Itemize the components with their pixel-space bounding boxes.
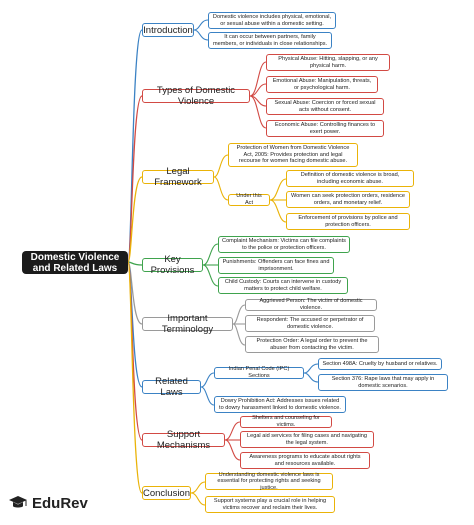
leaf-provisions-1: Complaint Mechanism: Victims can file co… — [218, 236, 350, 253]
branch-provisions-label: Key Provisions — [150, 254, 195, 276]
branch-related: Related Laws — [142, 376, 201, 398]
leaf-text: Protection of Women from Domestic Violen… — [236, 145, 350, 165]
leaf-terminology-1: Aggrieved Person: The victim of domestic… — [245, 298, 377, 311]
leaf-text: Respondent: The accused or perpetrator o… — [256, 316, 364, 330]
leaf-text: Section 498A: Cruelty by husband or rela… — [322, 360, 438, 367]
leaf-terminology-3: Protection Order: A legal order to preve… — [245, 336, 379, 353]
leaf-introduction-2: It can occur between partners, family me… — [208, 32, 332, 49]
branch-terminology: Important Terminology — [142, 313, 233, 335]
branch-types-label: Types of Domestic Violence — [156, 85, 236, 107]
branch-introduction: Introduction — [142, 23, 194, 37]
leaf-text: Indian Penal Code (IPC) Sections — [228, 366, 290, 379]
leaf-text: Protection Order: A legal order to preve… — [256, 337, 368, 351]
root-title: Domestic Violence and Related Laws — [30, 251, 120, 274]
leaf-text: Domestic violence includes physical, emo… — [212, 13, 332, 27]
leaf-text: Dowry Prohibition Act: Addresses issues … — [219, 397, 341, 411]
graduation-cap-icon — [9, 496, 27, 508]
leaf-text: Understanding domestic violence laws is … — [217, 471, 321, 491]
leaf-types-1: Physical Abuse: Hitting, slapping, or an… — [266, 54, 390, 71]
leaf-legal-1: Definition of domestic violence is broad… — [286, 170, 414, 187]
branch-conclusion: Conclusion — [142, 486, 191, 500]
leaf-related-ipc: Indian Penal Code (IPC) Sections — [214, 366, 304, 379]
leaf-text: Under this Act — [236, 193, 262, 206]
leaf-terminology-2: Respondent: The accused or perpetrator o… — [245, 315, 375, 332]
leaf-text: Complaint Mechanism: Victims can file co… — [222, 237, 346, 251]
leaf-provisions-2: Punishments: Offenders can face fines an… — [218, 257, 334, 274]
leaf-support-1: Shelters and counseling for victims. — [240, 415, 332, 428]
trunk-line-legal — [127, 176, 143, 263]
leaf-text: Emotional Abuse: Manipulation, threats, … — [272, 77, 372, 91]
leaf-related-498a: Section 498A: Cruelty by husband or rela… — [318, 358, 442, 370]
leaf-text: Physical Abuse: Hitting, slapping, or an… — [278, 55, 378, 69]
branch-legal: Legal Framework — [142, 166, 214, 188]
branch-conclusion-label: Conclusion — [143, 487, 190, 499]
leaf-text: Shelters and counseling for victims. — [252, 415, 320, 428]
leaf-conclusion-2: Support systems play a crucial role in h… — [205, 496, 335, 513]
leaf-text: Enforcement of provisions by police and … — [298, 214, 398, 228]
branch-legal-label: Legal Framework — [154, 166, 202, 188]
branch-support: Support Mechanisms — [142, 429, 225, 451]
leaf-types-2: Emotional Abuse: Manipulation, threats, … — [266, 76, 378, 93]
root-node: Domestic Violence and Related Laws — [22, 251, 128, 274]
branch-provisions: Key Provisions — [142, 254, 203, 276]
leaf-support-2: Legal aid services for filing cases and … — [240, 431, 374, 448]
leaf-types-3: Sexual Abuse: Coercion or forced sexual … — [266, 98, 384, 115]
leaf-conclusion-1: Understanding domestic violence laws is … — [205, 471, 333, 491]
leaf-legal-2: Women can seek protection orders, reside… — [286, 191, 410, 208]
leaf-legal-act: Protection of Women from Domestic Violen… — [228, 143, 358, 167]
leaf-text: Sexual Abuse: Coercion or forced sexual … — [274, 99, 376, 113]
leaf-text: Legal aid services for filing cases and … — [246, 432, 368, 446]
leaf-legal-under-act: Under this Act — [228, 193, 270, 206]
leaf-text: Section 376: Rape laws that may apply in… — [331, 375, 435, 389]
leaf-text: Definition of domestic violence is broad… — [300, 171, 400, 185]
branch-types: Types of Domestic Violence — [142, 85, 250, 107]
leaf-text: Support systems play a crucial role in h… — [213, 497, 327, 511]
leaf-related-dowry: Dowry Prohibition Act: Addresses issues … — [214, 396, 346, 413]
leaf-text: Child Custody: Courts can intervene in c… — [224, 278, 342, 292]
leaf-text: Punishments: Offenders can face fines an… — [222, 258, 330, 272]
branch-introduction-label: Introduction — [143, 24, 193, 36]
leaf-text: It can occur between partners, family me… — [212, 33, 328, 47]
leaf-provisions-3: Child Custody: Courts can intervene in c… — [218, 277, 348, 294]
leaf-introduction-1: Domestic violence includes physical, emo… — [208, 12, 336, 29]
edurev-logo: EduRev — [8, 494, 88, 512]
leaf-types-4: Economic Abuse: Controlling finances to … — [266, 120, 384, 137]
branch-support-label: Support Mechanisms — [156, 429, 211, 451]
trunk-line-conclusion — [127, 261, 143, 494]
leaf-text: Aggrieved Person: The victim of domestic… — [259, 298, 363, 311]
leaf-text: Women can seek protection orders, reside… — [290, 192, 405, 206]
leaf-text: Economic Abuse: Controlling finances to … — [274, 121, 376, 135]
branch-terminology-label: Important Terminology — [161, 313, 214, 335]
logo-text: EduRev — [32, 494, 88, 512]
leaf-related-376: Section 376: Rape laws that may apply in… — [318, 374, 448, 391]
branch-related-label: Related Laws — [155, 376, 188, 398]
leaf-text: Awareness programs to educate about righ… — [249, 453, 361, 467]
leaf-legal-3: Enforcement of provisions by police and … — [286, 213, 410, 230]
trunk-line-provisions — [127, 261, 143, 266]
leaf-support-3: Awareness programs to educate about righ… — [240, 452, 370, 469]
